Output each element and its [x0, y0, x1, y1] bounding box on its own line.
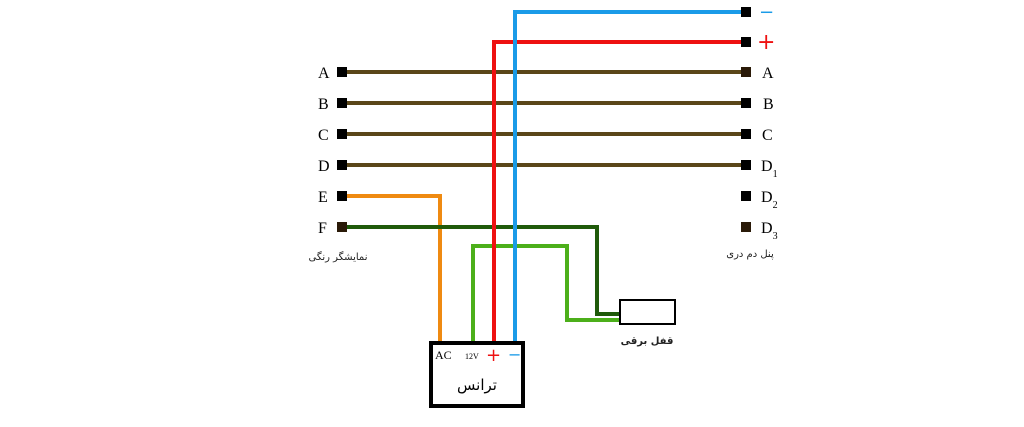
label-d2: D2: [761, 189, 778, 211]
label-c-right: C: [762, 127, 773, 144]
terminal-a-right: [741, 67, 751, 77]
terminal-d2: [741, 191, 751, 201]
wire-negative-blue: [513, 10, 746, 345]
terminal-a: [337, 67, 347, 77]
terminal-d: [337, 160, 347, 170]
12v-label: 12V: [465, 352, 479, 361]
label-b: B: [318, 96, 329, 113]
right-panel: − + A B C D1 D2 D3 پنل دم دری: [726, 2, 777, 260]
terminal-negative: [741, 7, 751, 17]
ac-label: AC: [435, 348, 452, 362]
terminal-c-right: [741, 129, 751, 139]
terminal-b: [337, 98, 347, 108]
left-panel-caption: نمایشگر رنگی: [308, 251, 367, 263]
lock-caption: قفل برقی: [621, 336, 674, 347]
label-a: A: [318, 65, 330, 82]
left-panel: A B C D E F نمایشگر رنگی: [308, 65, 367, 263]
label-e: E: [318, 189, 328, 206]
wire-positive-red: [492, 40, 746, 345]
label-d3: D3: [761, 220, 778, 242]
right-panel-caption: پنل دم دری: [726, 249, 774, 260]
terminal-f: [337, 222, 347, 232]
wire-e-orange: [342, 194, 442, 345]
label-c: C: [318, 127, 329, 144]
terminal-c: [337, 129, 347, 139]
label-d: D: [318, 158, 330, 175]
transformer-title: ترانس: [457, 376, 497, 394]
wire-12v-light-green: [471, 244, 622, 345]
minus-label: −: [508, 345, 521, 364]
electric-lock: قفل برقی: [619, 299, 676, 347]
terminal-b-right: [741, 98, 751, 108]
label-a-right: A: [762, 65, 774, 82]
lock-box: [619, 299, 676, 325]
terminal-d3: [741, 222, 751, 232]
label-d1: D1: [761, 158, 778, 180]
label-b-right: B: [763, 96, 774, 113]
transformer-box: [429, 341, 525, 408]
label-f: F: [318, 220, 327, 237]
terminal-positive: [741, 37, 751, 47]
terminal-e: [337, 191, 347, 201]
transformer: AC 12V + − ترانس: [429, 341, 525, 408]
terminal-d1: [741, 160, 751, 170]
label-negative: −: [759, 2, 774, 23]
plus-label: +: [486, 345, 501, 366]
label-positive: +: [757, 30, 775, 55]
wire-f-dark-green: [342, 225, 622, 316]
